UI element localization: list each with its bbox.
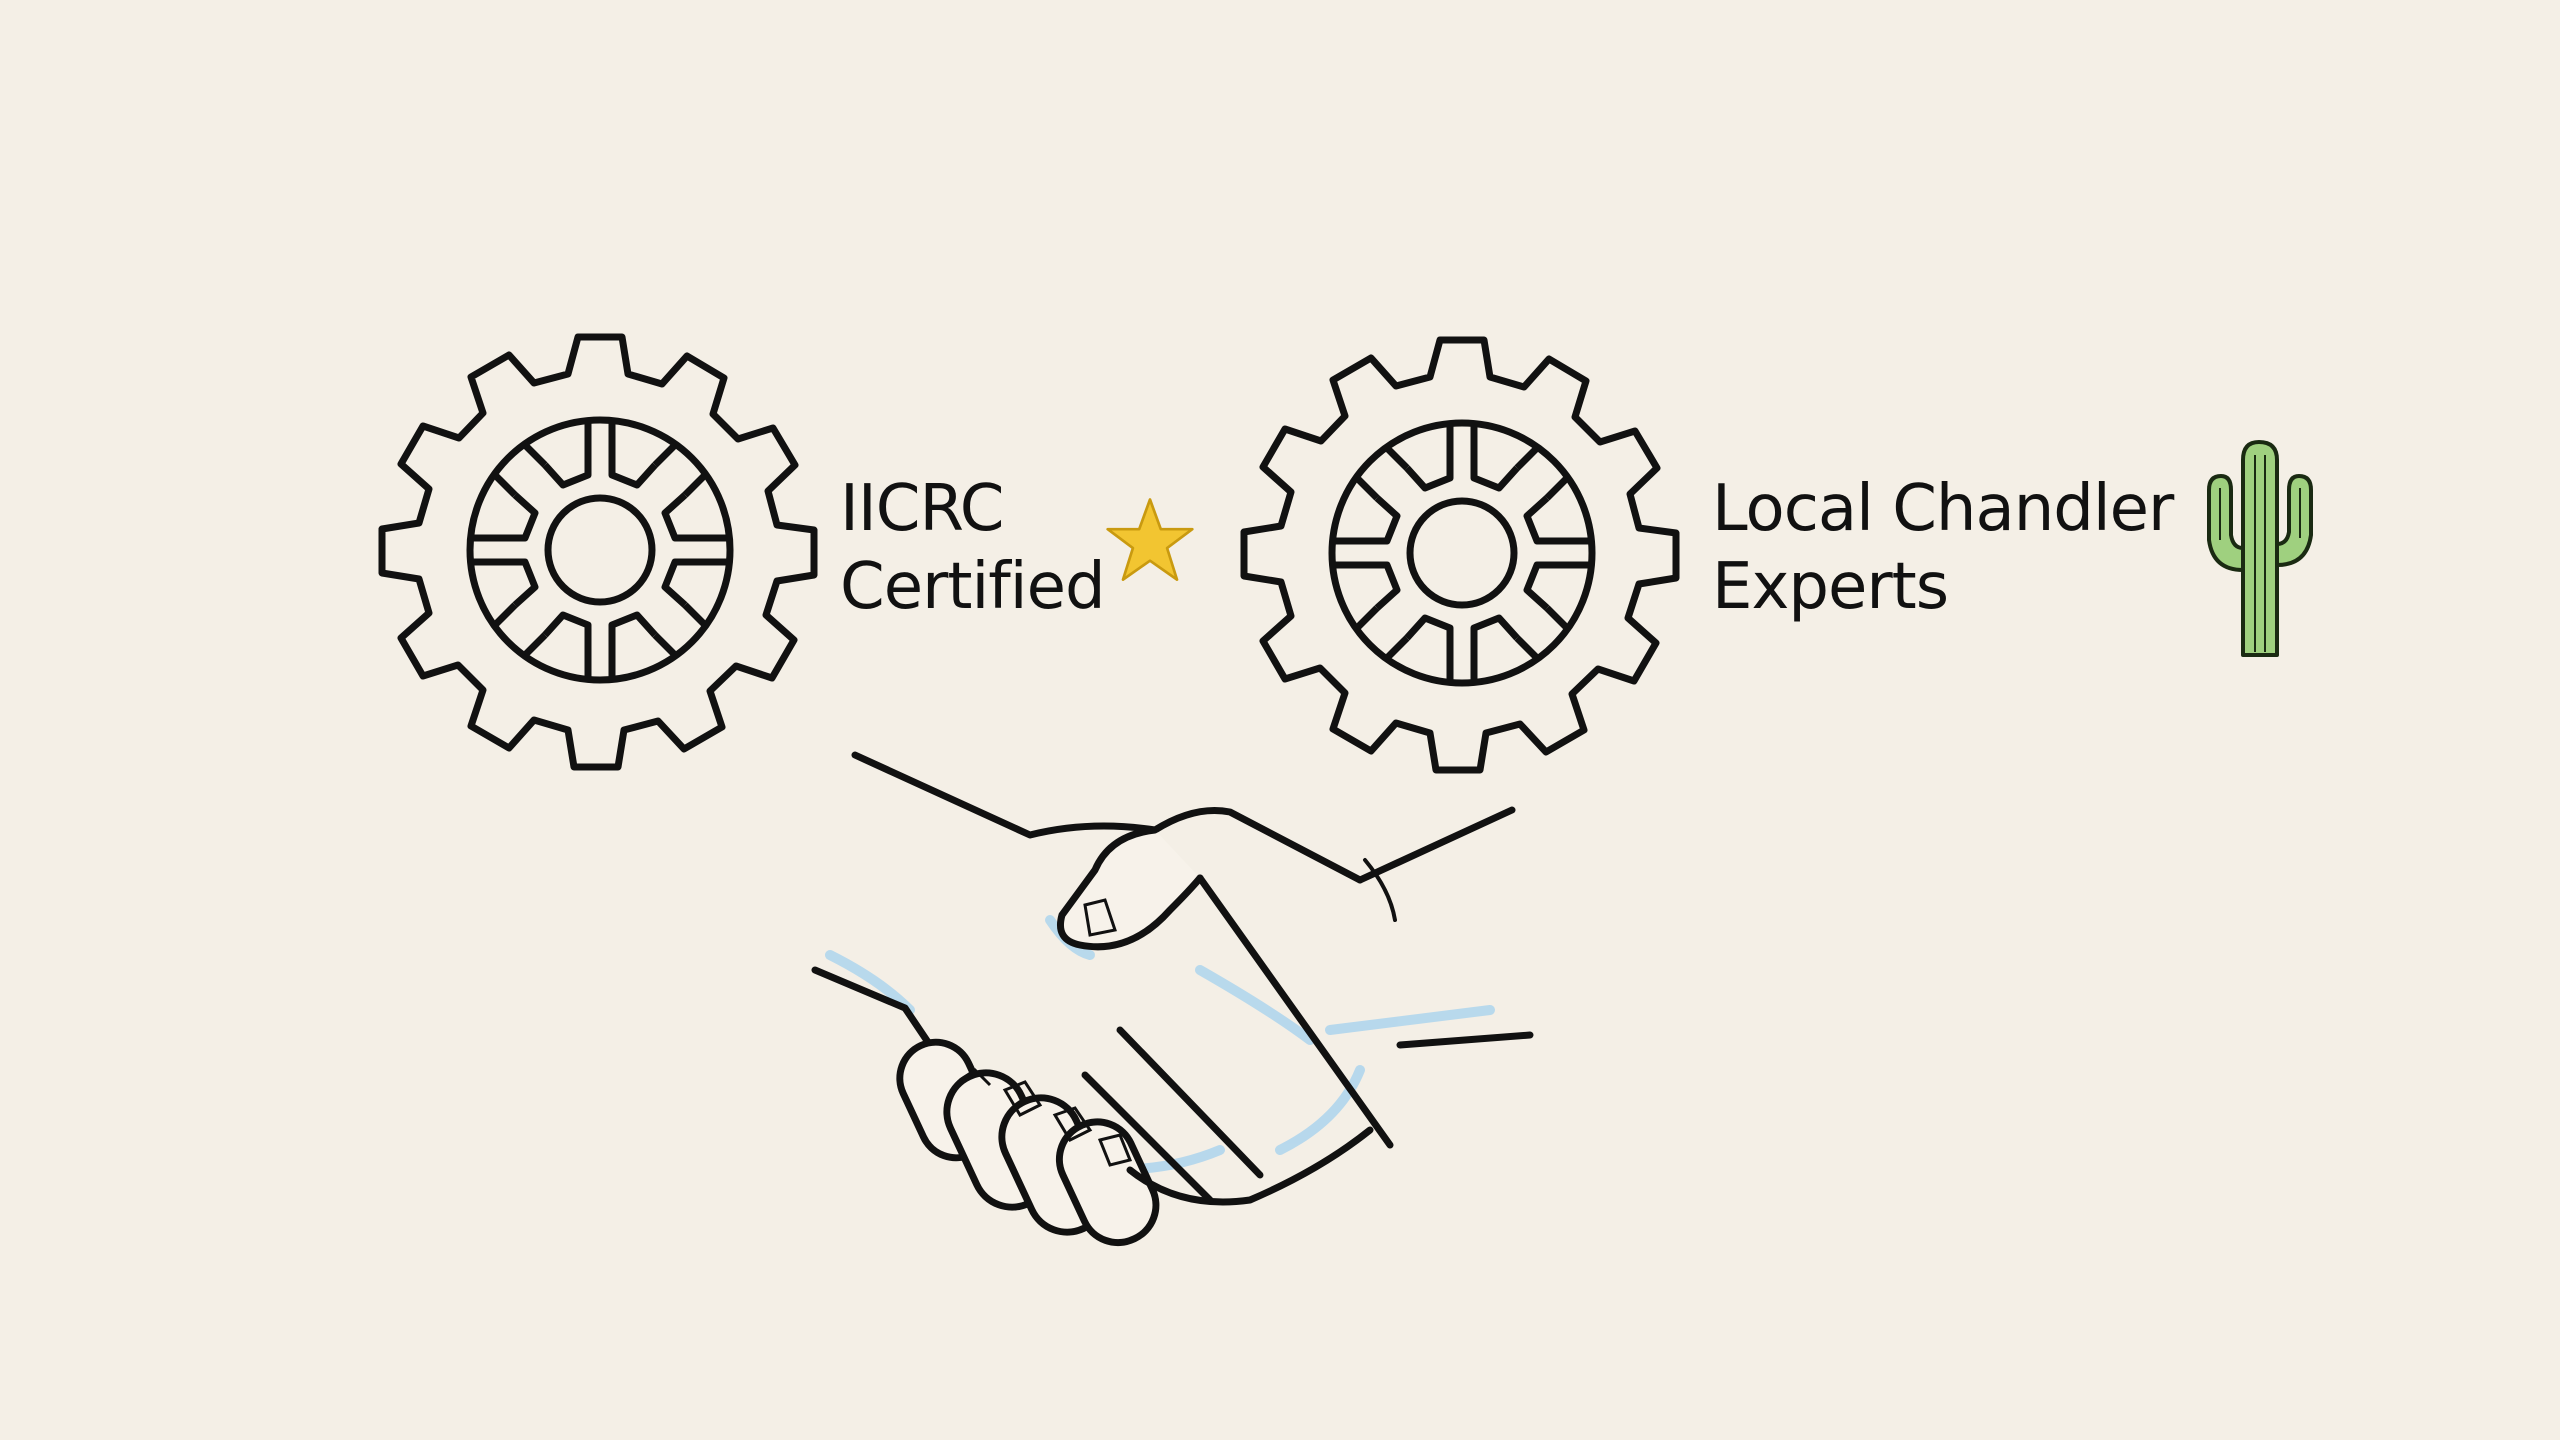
star-icon xyxy=(1106,498,1194,581)
badge-label-local: Local Chandler Experts xyxy=(1712,470,2174,626)
badge-line-1: Local Chandler xyxy=(1712,472,2174,546)
badge-line-2: Experts xyxy=(1712,550,1949,624)
badge-line-2: Certified xyxy=(840,550,1106,624)
handshake-icon xyxy=(811,751,1534,1247)
badge-label-iicrc: IICRC Certified xyxy=(840,470,1106,626)
gear-icon xyxy=(1242,333,1682,773)
gear-icon xyxy=(378,333,818,771)
badge-line-1: IICRC xyxy=(840,472,1004,546)
cactus-icon xyxy=(2207,440,2313,657)
